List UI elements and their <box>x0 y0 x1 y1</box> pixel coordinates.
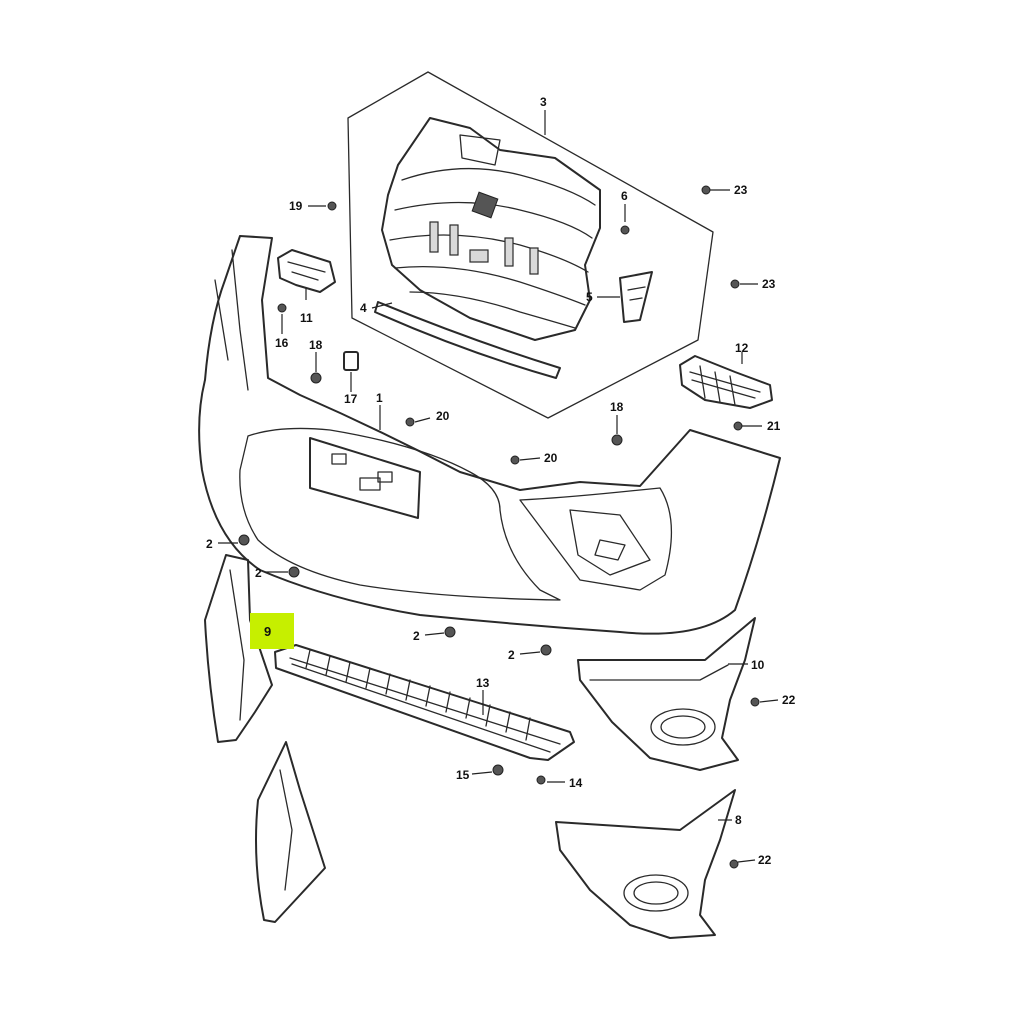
bumper-side-bracket-right <box>679 355 773 409</box>
grille-moulding-strip <box>374 301 561 379</box>
front-bumper-cover <box>198 235 781 635</box>
fog-lamp-cover-left <box>204 554 273 743</box>
callout-20a: 20 <box>436 409 450 423</box>
callout-2c: 2 <box>413 629 420 643</box>
fog-lamp-bezel-right <box>577 617 756 771</box>
callout-2a: 2 <box>206 537 213 551</box>
callout-1: 1 <box>376 391 383 405</box>
callout-20b: 20 <box>544 451 558 465</box>
callout-23b: 23 <box>762 277 776 291</box>
callout-12: 12 <box>735 341 749 355</box>
callout-8: 8 <box>735 813 742 827</box>
radiator-grille <box>381 117 601 341</box>
grille-assembly-frame <box>347 71 714 419</box>
highlight-badge-part-9[interactable]: 9 <box>250 613 294 649</box>
emblem <box>619 271 653 323</box>
callout-15: 15 <box>456 768 470 782</box>
callout-2b: 2 <box>255 566 262 580</box>
callout-10: 10 <box>751 658 765 672</box>
highlight-label: 9 <box>264 624 271 639</box>
callout-18b: 18 <box>610 400 624 414</box>
callout-22a: 22 <box>782 693 796 707</box>
callout-14: 14 <box>569 776 583 790</box>
callout-22b: 22 <box>758 853 772 867</box>
leader-lines <box>218 110 779 863</box>
callout-17: 17 <box>344 392 358 406</box>
fog-lamp-bezel-lower-right <box>555 789 736 939</box>
bumper-side-bracket-left <box>277 249 336 293</box>
lower-grille <box>274 644 575 761</box>
callout-labels: 3 4 5 6 23 23 19 11 16 18 17 1 20 20 18 … <box>206 95 796 867</box>
clip-17 <box>343 351 359 371</box>
callout-21: 21 <box>767 419 781 433</box>
callout-6: 6 <box>621 189 628 203</box>
callout-19: 19 <box>289 199 303 213</box>
callout-4: 4 <box>360 301 367 315</box>
callout-16: 16 <box>275 336 289 350</box>
callout-2d: 2 <box>508 648 515 662</box>
callout-11: 11 <box>300 311 313 325</box>
callout-3: 3 <box>540 95 547 109</box>
lower-corner-trim-left <box>255 741 326 923</box>
callout-18a: 18 <box>309 338 323 352</box>
callout-5: 5 <box>586 290 593 304</box>
callout-13: 13 <box>476 676 490 690</box>
callout-23a: 23 <box>734 183 748 197</box>
